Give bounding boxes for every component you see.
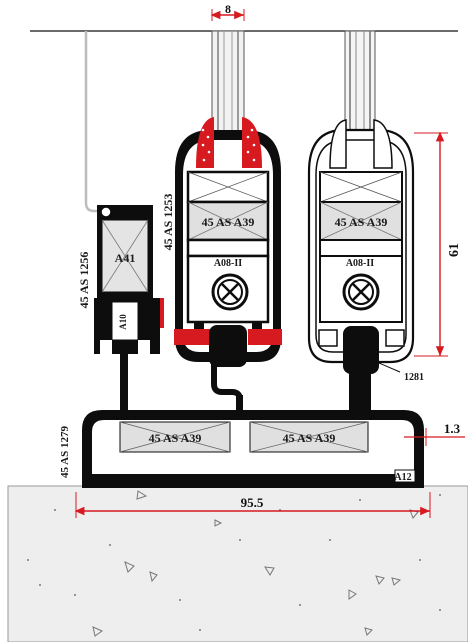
insert-center-label: A08-II xyxy=(214,258,242,269)
insert-small-label: A10 xyxy=(118,314,128,330)
side-profile xyxy=(94,205,160,414)
glazing-gasket-top xyxy=(196,117,262,168)
insert-base-right-label: A12 xyxy=(394,472,411,483)
dim-gap-value: 1.3 xyxy=(444,421,461,436)
callout-leader xyxy=(371,359,401,373)
dim-height-value: 61 xyxy=(447,243,462,257)
dim-top-value: 8 xyxy=(225,2,231,16)
base-profile-label: 45 AS 1279 xyxy=(59,426,71,478)
concrete-floor xyxy=(7,485,468,642)
center-sash-profile xyxy=(175,130,281,362)
insert-side-label: A41 xyxy=(115,251,136,265)
callout-label: 1281 xyxy=(404,372,424,383)
hanger-rod xyxy=(84,31,100,213)
insulation-base-right-label: 45 AS A39 xyxy=(283,431,336,445)
insert-right-label: A08-II xyxy=(346,258,374,269)
insulation-left-sash-label: 45 AS A39 xyxy=(202,215,255,229)
right-sash-profile xyxy=(307,119,415,415)
dim-base-value: 95.5 xyxy=(241,495,264,510)
side-profile-label: 45 AS 1256 xyxy=(77,252,91,309)
insulation-right-sash-label: 45 AS A39 xyxy=(335,215,388,229)
concrete-dots xyxy=(27,494,441,631)
base-frame-profile xyxy=(82,410,424,488)
main-profile-label: 45 AS 1253 xyxy=(161,194,175,251)
insulation-base-left-label: 45 AS A39 xyxy=(149,431,202,445)
